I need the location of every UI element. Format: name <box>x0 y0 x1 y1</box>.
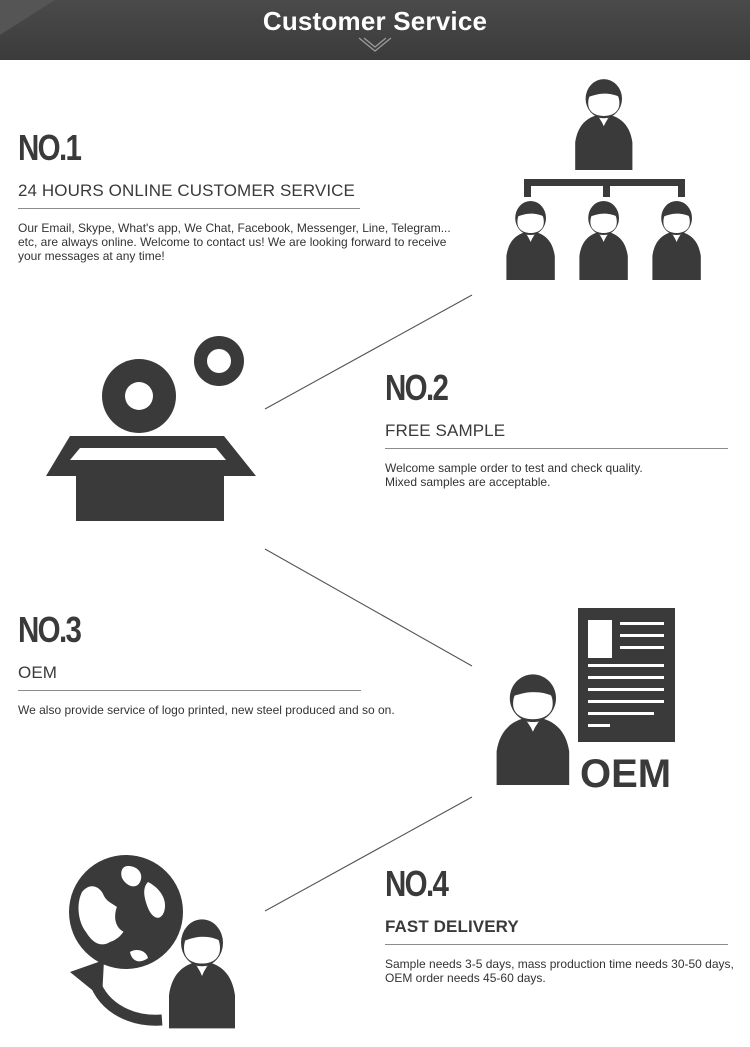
team-hierarchy-icon <box>506 79 701 280</box>
oem-document-person-icon: OEM <box>496 608 675 792</box>
page-title: Customer Service <box>262 6 488 36</box>
service-description: Our Email, Skype, What's app, We Chat, F… <box>18 221 451 263</box>
service-title: FREE SAMPLE <box>385 421 506 440</box>
service-block-3: NO.3 OEM We also provide service of logo… <box>18 612 458 717</box>
service-block-2: NO.2 FREE SAMPLE Welcome sample order to… <box>385 370 730 489</box>
divider <box>385 944 728 945</box>
divider <box>385 448 728 449</box>
sample-box-icon <box>46 336 256 521</box>
service-title: OEM <box>18 663 58 682</box>
service-description: Sample needs 3-5 days, mass production t… <box>385 957 745 985</box>
service-number: NO.3 <box>18 609 82 650</box>
description-line: Mixed samples are acceptable. <box>385 475 551 489</box>
service-block-4: NO.4 FAST DELIVERY Sample needs 3-5 days… <box>385 866 745 985</box>
service-number: NO.2 <box>385 367 449 408</box>
service-title: 24 HOURS ONLINE CUSTOMER SERVICE <box>18 181 355 200</box>
oem-icon-label: OEM <box>580 752 671 792</box>
chevron-down-icon <box>358 37 392 52</box>
description-line: Welcome sample order to test and check q… <box>385 461 643 475</box>
globe-person-icon <box>69 855 235 1029</box>
description-line: Sample needs 3-5 days, mass production t… <box>385 957 734 971</box>
divider <box>18 690 361 691</box>
service-block-1: NO.1 24 HOURS ONLINE CUSTOMER SERVICE Ou… <box>18 130 458 263</box>
divider <box>18 208 360 209</box>
corner-decoration <box>0 0 55 35</box>
header-banner: Customer Service <box>0 0 750 60</box>
service-number: NO.4 <box>385 863 449 904</box>
service-description: Welcome sample order to test and check q… <box>385 461 730 489</box>
service-number: NO.1 <box>18 127 82 168</box>
service-title: FAST DELIVERY <box>385 917 519 936</box>
description-line: OEM order needs 45-60 days. <box>385 971 546 985</box>
service-description: We also provide service of logo printed,… <box>18 703 395 717</box>
